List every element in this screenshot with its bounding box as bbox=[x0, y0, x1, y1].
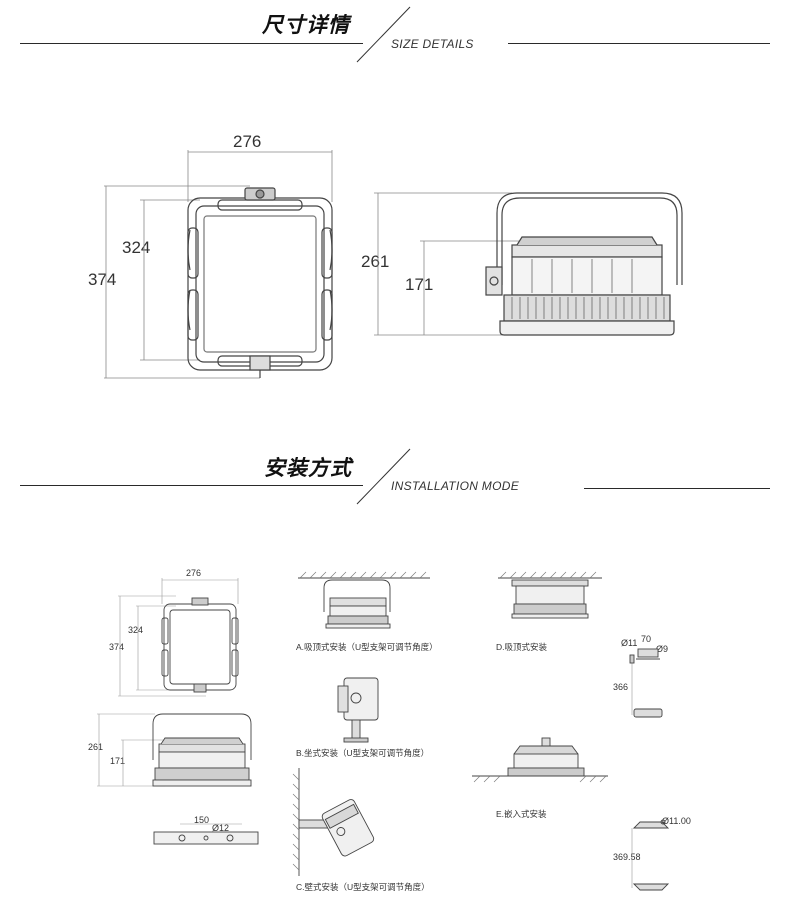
caption-install-e: E.嵌入式安装 bbox=[496, 809, 547, 819]
dim-height-171: 171 bbox=[405, 275, 434, 294]
install-b-drawing bbox=[337, 677, 379, 743]
caption-install-d: D.吸顶式安装 bbox=[496, 642, 548, 652]
small-dim-374: 374 bbox=[109, 642, 125, 652]
small-dim-261: 261 bbox=[88, 742, 104, 752]
dim-width-276: 276 bbox=[233, 132, 262, 151]
caption-install-a: A.吸顶式安装（U型支架可调节角度） bbox=[296, 642, 438, 652]
rod1-dim-d2: 70 bbox=[641, 634, 652, 644]
small-front-view bbox=[118, 578, 239, 697]
section-title-size-en: SIZE DETAILS bbox=[391, 37, 474, 51]
rod1-dim-d3: Ø9 bbox=[656, 644, 669, 654]
bracket-dim-150: 150 bbox=[194, 815, 210, 825]
bracket-dim-hole: Ø12 bbox=[212, 823, 230, 833]
header-slash bbox=[356, 6, 411, 63]
small-side-view bbox=[97, 713, 252, 787]
rod1-dim-d1: Ø11 bbox=[621, 638, 638, 648]
dim-height-374: 374 bbox=[88, 270, 117, 289]
rod1-drawing bbox=[629, 648, 663, 718]
rod2-dim-len: 369.58 bbox=[613, 852, 641, 862]
install-e-drawing bbox=[472, 737, 608, 783]
rod2-drawing bbox=[631, 819, 670, 891]
dim-height-324: 324 bbox=[122, 238, 151, 257]
header2-rule-right bbox=[584, 488, 770, 489]
caption-install-c: C.壁式安装（U型支架可调节角度） bbox=[296, 882, 430, 892]
header-rule-right bbox=[508, 43, 770, 44]
section-title-install-en: INSTALLATION MODE bbox=[391, 479, 520, 493]
install-d-drawing bbox=[498, 571, 602, 619]
caption-install-b: B.坐式安装（U型支架可调节角度） bbox=[296, 748, 430, 758]
header2-slash bbox=[356, 448, 411, 505]
rod2-dim-d1: Ø11.00 bbox=[662, 816, 691, 826]
section-title-size-cn: 尺寸详情 bbox=[262, 14, 350, 37]
side-view-drawing bbox=[374, 192, 683, 336]
rod1-dim-len: 366 bbox=[613, 682, 629, 692]
small-dim-324: 324 bbox=[128, 625, 144, 635]
header2-rule-left bbox=[20, 485, 363, 486]
small-dim-276: 276 bbox=[186, 568, 202, 578]
small-dim-171: 171 bbox=[110, 756, 126, 766]
section-title-install-cn: 安装方式 bbox=[264, 457, 352, 480]
dim-height-261: 261 bbox=[361, 252, 390, 271]
front-view-drawing bbox=[104, 150, 333, 379]
bracket-drawing bbox=[153, 823, 259, 845]
header-rule-left bbox=[20, 43, 363, 44]
install-c-drawing bbox=[292, 768, 375, 876]
install-a-drawing bbox=[298, 571, 430, 629]
